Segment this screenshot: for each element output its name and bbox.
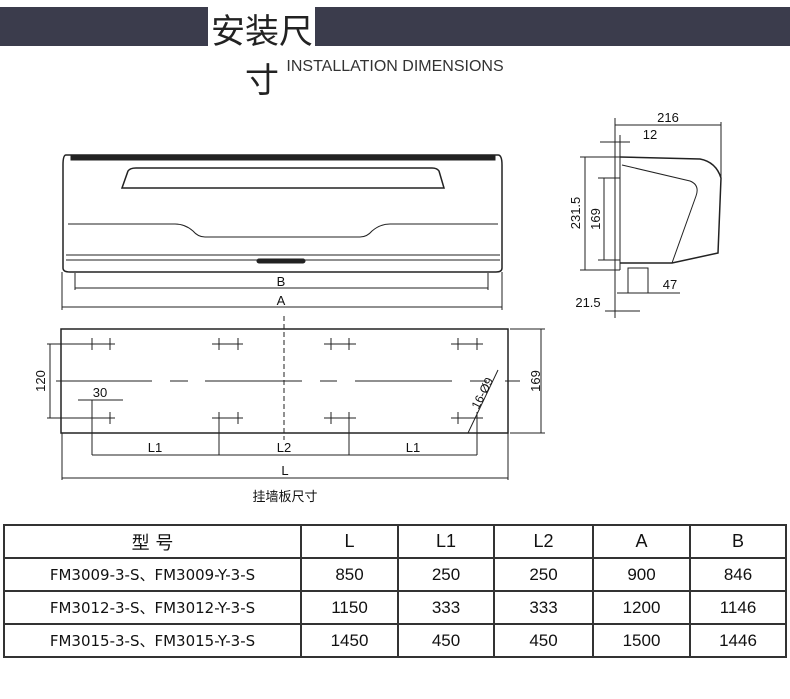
dim-30: 30 [93, 385, 107, 400]
cell-l2: 250 [493, 557, 594, 592]
header-bar-right [315, 7, 790, 46]
dim-120: 120 [33, 370, 48, 392]
plate-caption: 挂墙板尺寸 [252, 489, 317, 504]
cell-l2: 450 [493, 623, 594, 658]
col-header-l2: L2 [493, 524, 594, 559]
cell-l1: 333 [397, 590, 495, 625]
dim-b-label: B [277, 274, 286, 289]
col-header-l: L [300, 524, 399, 559]
dim-l: L [281, 463, 288, 478]
dim-169-side: 169 [588, 208, 603, 230]
cell-l: 1450 [300, 623, 399, 658]
cell-b: 1146 [689, 590, 787, 625]
table-row: FM3012-3-S、FM3012-Y-3-S 1150 333 333 120… [3, 590, 787, 625]
dim-169-plate: 169 [528, 370, 543, 392]
cell-l1: 250 [397, 557, 495, 592]
col-header-b: B [689, 524, 787, 559]
col-header-model: 型 号 [3, 524, 302, 559]
cell-a: 900 [592, 557, 691, 592]
dim-l2: L2 [277, 440, 291, 455]
cell-model: FM3012-3-S、FM3012-Y-3-S [3, 590, 302, 625]
front-view: B A [61, 154, 503, 310]
cell-b: 1446 [689, 623, 787, 658]
dim-216: 216 [657, 110, 679, 125]
dim-21-5: 21.5 [575, 295, 600, 310]
page-subtitle: INSTALLATION DIMENSIONS [286, 58, 504, 75]
cell-l2: 333 [493, 590, 594, 625]
dim-12: 12 [643, 127, 657, 142]
cell-a: 1200 [592, 590, 691, 625]
cell-l1: 450 [397, 623, 495, 658]
side-view: 216 12 231.5 169 47 21.5 [568, 110, 722, 318]
table-row: FM3015-3-S、FM3015-Y-3-S 1450 450 450 150… [3, 623, 787, 658]
dim-47: 47 [663, 277, 677, 292]
table-header-row: 型 号 L L1 L2 A B [3, 524, 787, 559]
table-row: FM3009-3-S、FM3009-Y-3-S 850 250 250 900 … [3, 557, 787, 592]
col-header-a: A [592, 524, 691, 559]
col-header-l1: L1 [397, 524, 495, 559]
dim-l1-left: L1 [148, 440, 162, 455]
header-bar-left [0, 7, 208, 46]
page-title: 安装尺寸 [211, 12, 313, 101]
dimensions-table: 型 号 L L1 L2 A B FM3009-3-S、FM3009-Y-3-S … [3, 524, 787, 658]
dimension-drawings: B A 216 12 231.5 169 47 21.5 120 169 30 … [33, 110, 722, 504]
cell-model: FM3015-3-S、FM3015-Y-3-S [3, 623, 302, 658]
cell-l: 850 [300, 557, 399, 592]
cell-b: 846 [689, 557, 787, 592]
dim-holes: 16-Ø9 [469, 375, 497, 411]
wall-plate-view: 120 169 30 16-Ø9 L1 L2 L1 L 挂墙板尺寸 [33, 316, 545, 504]
dim-a-label: A [277, 293, 286, 308]
dim-231-5: 231.5 [568, 197, 583, 230]
cell-model: FM3009-3-S、FM3009-Y-3-S [3, 557, 302, 592]
cell-l: 1150 [300, 590, 399, 625]
dim-l1-right: L1 [406, 440, 420, 455]
cell-a: 1500 [592, 623, 691, 658]
